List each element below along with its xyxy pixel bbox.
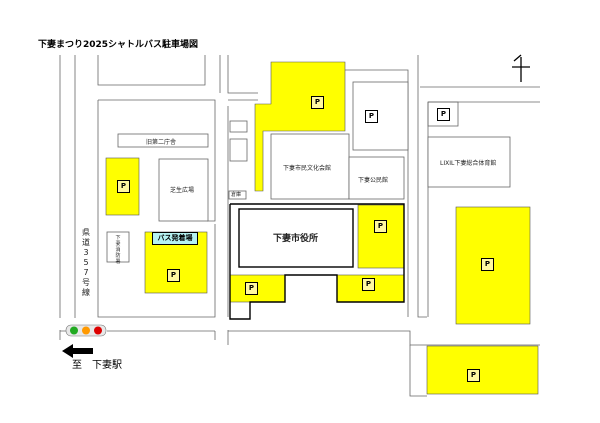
traffic-light-icon [65, 324, 107, 337]
label-kendo: 県道357号線 [82, 228, 90, 297]
city-hall-building [238, 208, 354, 268]
label-shobo: 下妻消防署 [115, 235, 121, 265]
parking-area-north [254, 61, 346, 192]
kyudaini-building [117, 133, 209, 148]
small-building-2 [229, 138, 248, 162]
kominkan-building [348, 156, 405, 200]
city-hall-block [229, 203, 405, 320]
label-kominkan: 下妻公民館 [358, 177, 389, 184]
soko-building [228, 190, 247, 200]
parking-icon: P [117, 180, 130, 193]
bunka-building [270, 133, 350, 200]
small-building-ne [427, 101, 459, 127]
label-bunka: 下妻市民文化会館 [283, 165, 332, 172]
building-north-right [352, 81, 409, 151]
parking-area-east-civic [357, 204, 405, 269]
label-lixil: LIXIL下妻総合体育館 [440, 160, 497, 167]
parking-area-southeast [426, 345, 539, 395]
parking-icon: P [362, 278, 375, 291]
parking-icon: P [245, 282, 258, 295]
north-arrow-icon [512, 54, 530, 82]
bus-stop-label: バス発着場 [152, 232, 198, 245]
parking-icon: P [311, 96, 324, 109]
parking-icon: P [437, 108, 450, 121]
buildings [106, 81, 511, 263]
label-kyudaini: 旧第二庁舎 [146, 139, 177, 146]
arrow-left-icon [62, 344, 93, 358]
label-soko: 倉庫 [231, 192, 242, 198]
parking-areas [105, 61, 539, 395]
label-shiyakusho: 下妻市役所 [273, 234, 319, 244]
parking-icon: P [365, 110, 378, 123]
shibafu-area [158, 158, 209, 222]
lixil-building [427, 136, 511, 188]
map-title: 下妻まつり2025シャトルバス駐車場図 [38, 40, 199, 50]
parking-icon: P [167, 269, 180, 282]
label-station: 至 下妻駅 [72, 360, 122, 371]
small-building-1 [229, 120, 248, 133]
shobo-building [106, 231, 130, 263]
parking-icon: P [481, 258, 494, 271]
parking-icon: P [374, 220, 387, 233]
label-shibafu: 芝生広場 [170, 187, 195, 194]
parking-icon: P [467, 369, 480, 382]
